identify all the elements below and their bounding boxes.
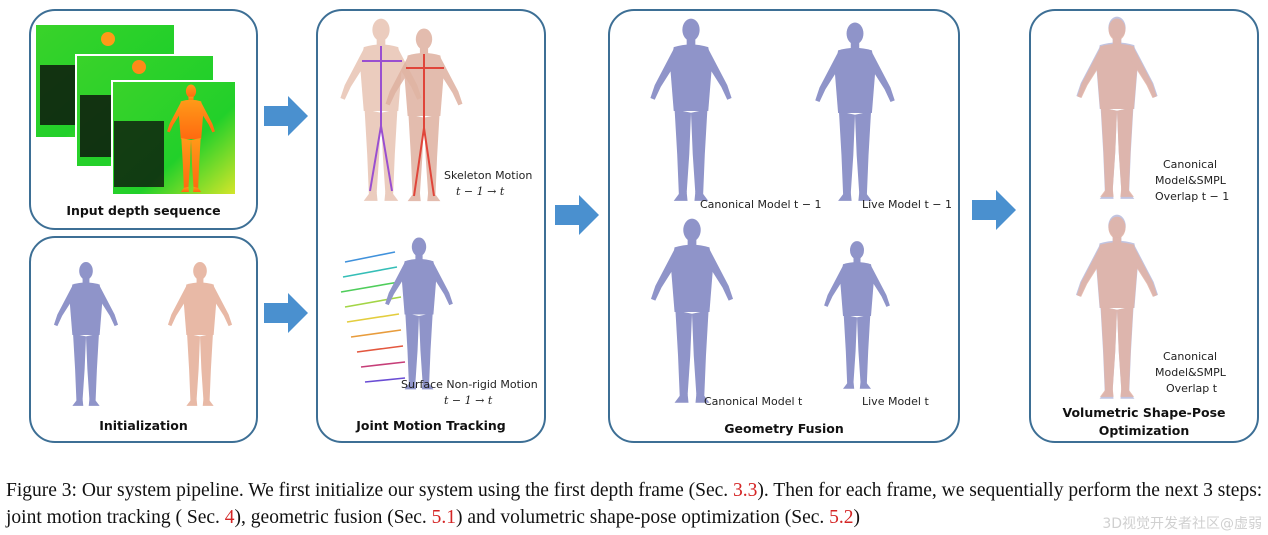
- surface-motion-time: t − 1 → t: [444, 393, 492, 409]
- skeleton-motion-figures: [340, 18, 463, 202]
- optimization-title-line1: Volumetric Shape-Pose: [1062, 405, 1226, 420]
- arrow-input-to-tracking: [264, 96, 308, 136]
- caption-ref-sec-3-3[interactable]: 3.3: [733, 480, 758, 501]
- live-model-prev-label: Live Model t − 1: [862, 197, 952, 213]
- overlap-prev-line2: Model&SMPL: [1155, 174, 1226, 187]
- joint-motion-title: Joint Motion Tracking: [356, 418, 506, 433]
- surface-motion-time-text: t − 1 → t: [444, 394, 493, 407]
- geometry-fusion-panel: [608, 9, 960, 443]
- skeleton-motion-time: t − 1 → t: [456, 184, 504, 200]
- live-model-cur-text: Live Model t: [862, 395, 929, 408]
- canonical-model-cur-text: Canonical Model t: [704, 395, 803, 408]
- canonical-model-cur-label: Canonical Model t: [704, 394, 802, 410]
- canonical-model-prev-label: Canonical Model t − 1: [700, 197, 822, 213]
- live-model-prev-text: Live Model t − 1: [862, 198, 953, 211]
- caption-ref-sec-4[interactable]: 4: [224, 507, 235, 528]
- watermark: 3D视觉开发者社区@虚弱: [1102, 516, 1262, 532]
- canonical-model-prev-figure: [650, 18, 732, 201]
- initialization-panel: [29, 236, 258, 443]
- initialization-title: Initialization: [99, 418, 188, 433]
- overlap-cur-line1: Canonical: [1163, 350, 1217, 363]
- overlap-cur-line3: Overlap t: [1166, 381, 1217, 397]
- caption-text-d: ) and volumetric shape-pose optimization…: [456, 507, 830, 528]
- caption-text-b: ). Then for each frame, we sequentially …: [6, 480, 1263, 528]
- depth-frame-3: [111, 80, 237, 196]
- skeleton-motion-label: Skeleton Motion: [444, 169, 533, 182]
- caption-ref-sec-5-1[interactable]: 5.1: [431, 507, 457, 528]
- arrow-tracking-to-fusion: [555, 195, 599, 235]
- arrow-fusion-to-optimization: [972, 190, 1016, 230]
- optimization-title-line2: Optimization: [1098, 423, 1190, 438]
- live-model-prev-figure: [815, 22, 895, 201]
- input-depth-title: Input depth sequence: [66, 203, 221, 218]
- canonical-model-cur-figure: [650, 218, 734, 403]
- caption-text-a: Figure 3: Our system pipeline. We first …: [6, 480, 734, 501]
- init-smpl-body: [167, 262, 233, 406]
- overlap-prev-line3: Overlap t − 1: [1155, 189, 1229, 205]
- caption-ref-sec-5-2[interactable]: 5.2: [829, 507, 854, 528]
- overlap-cur-line3-text: Overlap t: [1166, 382, 1218, 395]
- arrow-init-to-tracking: [264, 293, 308, 333]
- overlap-prev-line3-text: Overlap t − 1: [1155, 190, 1230, 203]
- geometry-fusion-title: Geometry Fusion: [724, 421, 844, 436]
- live-model-cur-figure: [824, 241, 890, 389]
- figure-caption: Figure 3: Our system pipeline. We first …: [6, 477, 1264, 531]
- caption-text-c: ), geometric fusion (Sec.: [234, 507, 432, 528]
- caption-text-e: ): [853, 507, 861, 528]
- surface-motion-figure: [340, 237, 453, 390]
- depth-frames-image: [36, 25, 237, 196]
- live-model-cur-label: Live Model t: [862, 394, 929, 410]
- surface-motion-label: Surface Non-rigid Motion: [401, 378, 538, 391]
- canonical-model-prev-text: Canonical Model t − 1: [700, 198, 822, 211]
- overlap-prev-line1: Canonical: [1163, 158, 1217, 171]
- optimization-panel: [1029, 9, 1259, 443]
- overlap-cur-line2: Model&SMPL: [1155, 366, 1226, 379]
- init-mesh-body: [53, 262, 119, 406]
- skeleton-motion-time-text: t − 1 → t: [456, 185, 505, 198]
